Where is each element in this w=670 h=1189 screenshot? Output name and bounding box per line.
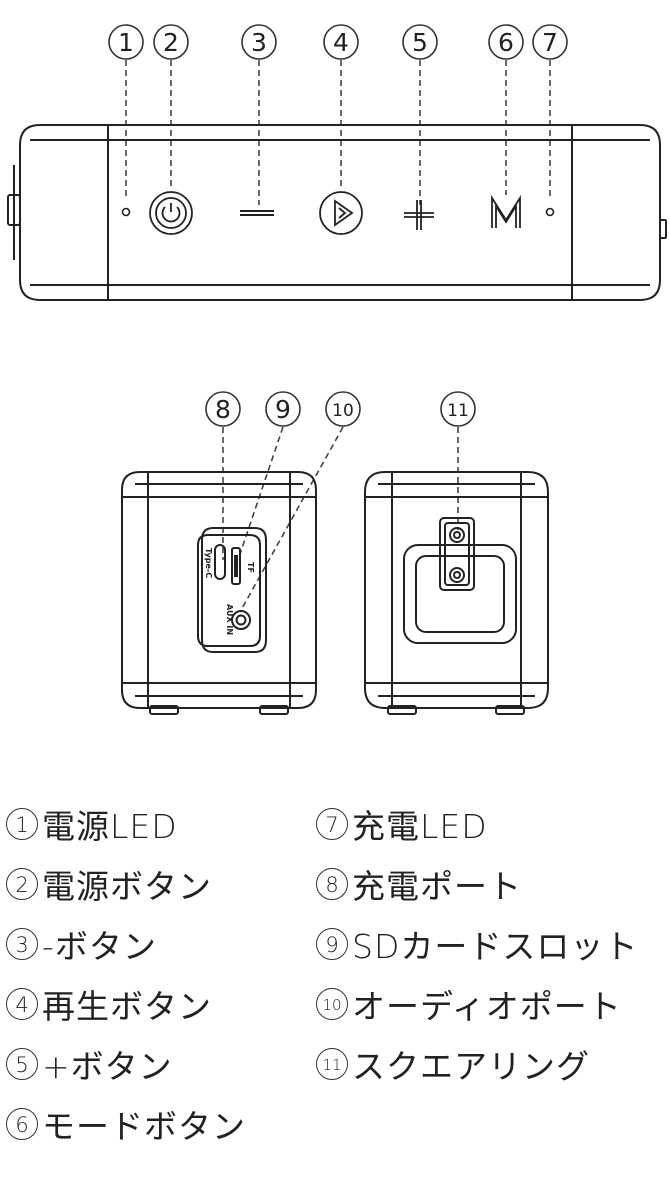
speaker-top-view <box>7 124 667 301</box>
callout-3: 3 <box>251 28 267 57</box>
legend-item-8: 8 充電ポート <box>316 860 522 908</box>
legend-label: 充電LED <box>352 807 488 846</box>
legend-label: スクエアリング <box>352 1047 590 1086</box>
legend-label: 充電ポート <box>352 867 522 906</box>
side-callouts <box>205 391 476 427</box>
callout-4: 4 <box>333 28 349 57</box>
callout-10: 10 <box>332 401 354 421</box>
legend-num: 5 <box>6 1048 38 1080</box>
legend-label: +ボタン <box>42 1047 173 1086</box>
aux-in-label: AUX IN <box>225 604 234 635</box>
plus-button <box>404 200 434 230</box>
legend-label: SDカードスロット <box>352 927 639 966</box>
legend-label: -ボタン <box>42 927 157 966</box>
speaker-diagram: 1 2 3 4 5 6 7 <box>7 24 667 715</box>
legend-label: 再生ボタン <box>42 987 212 1026</box>
power-button <box>149 191 193 235</box>
speaker-side-ports-view <box>121 471 317 715</box>
legend-item-2: 2 電源ボタン <box>6 860 212 908</box>
legend-item-6: 6 モードボタン <box>6 1100 246 1148</box>
top-callouts <box>108 24 568 60</box>
top-leader-lines <box>125 60 551 205</box>
tf-label: TF <box>246 562 255 573</box>
legend-num: 4 <box>6 988 38 1020</box>
legend-num: 9 <box>316 928 348 960</box>
legend-item-7: 7 充電LED <box>316 800 488 848</box>
legend-num: 7 <box>316 808 348 840</box>
speaker-side-ring-view <box>364 471 549 715</box>
legend-label: 電源ボタン <box>42 867 212 906</box>
legend-item-9: 9 SDカードスロット <box>316 920 638 968</box>
led-charge <box>545 207 555 217</box>
typec-label: Type-C <box>204 548 213 578</box>
legend-num: 1 <box>6 808 38 840</box>
legend-label: 電源LED <box>42 807 178 846</box>
callout-1: 1 <box>118 28 134 57</box>
legend-num: 8 <box>316 868 348 900</box>
legend-num: 3 <box>6 928 38 960</box>
legend-num: 2 <box>6 868 38 900</box>
legend-item-10: 10 オーディオポート <box>316 980 622 1028</box>
led-power <box>121 207 131 217</box>
legend-num: 6 <box>6 1108 38 1140</box>
callout-11: 11 <box>447 401 469 421</box>
callout-7: 7 <box>542 28 558 57</box>
callout-2: 2 <box>163 28 179 57</box>
mode-button <box>491 194 521 228</box>
legend-num: 10 <box>316 988 348 1020</box>
legend-item-5: 5 +ボタン <box>6 1040 173 1088</box>
legend-item-11: 11 スクエアリング <box>316 1040 590 1088</box>
legend-item-1: 1 電源LED <box>6 800 178 848</box>
legend-item-4: 4 再生ボタン <box>6 980 212 1028</box>
legend-item-3: 3 -ボタン <box>6 920 157 968</box>
side-leader-lines <box>222 426 459 613</box>
callout-9: 9 <box>275 395 291 424</box>
callout-6: 6 <box>498 28 514 57</box>
legend-num: 11 <box>316 1048 348 1080</box>
callout-8: 8 <box>215 395 231 424</box>
minus-button <box>240 210 274 216</box>
play-button <box>319 191 363 235</box>
legend-label: オーディオポート <box>352 987 622 1026</box>
callout-5: 5 <box>412 28 428 57</box>
legend-label: モードボタン <box>42 1107 246 1146</box>
